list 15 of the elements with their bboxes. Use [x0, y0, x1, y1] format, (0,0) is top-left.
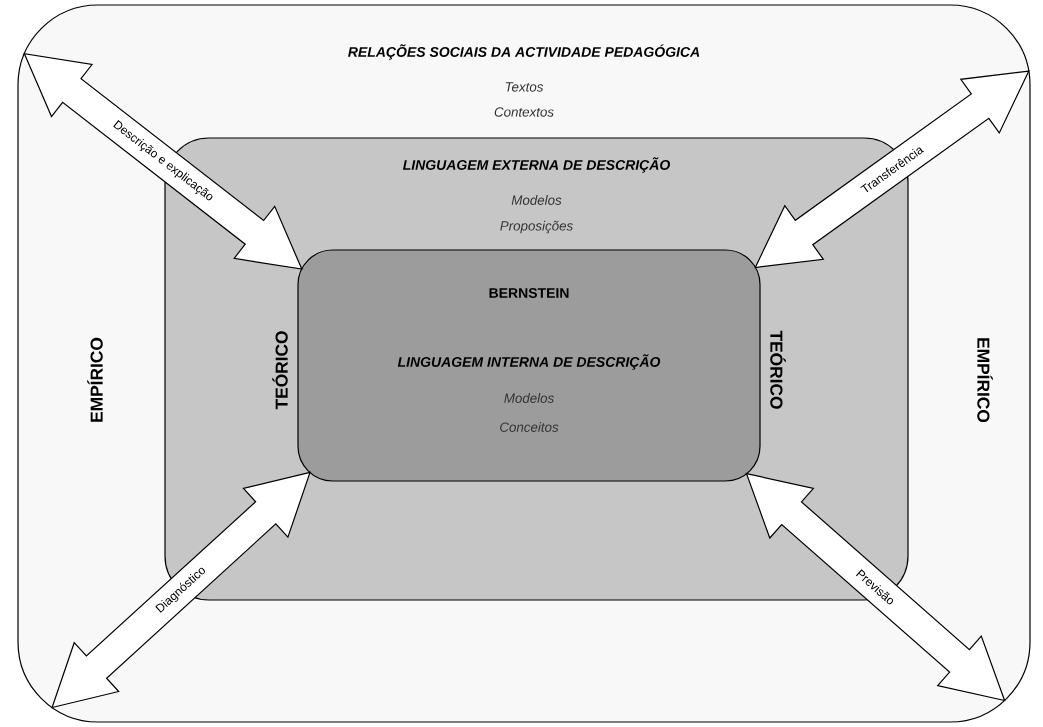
- box-text: Modelos: [511, 195, 562, 205]
- block-arrow: [51, 471, 311, 709]
- block-arrow: [754, 70, 1030, 269]
- box-text: Contextos: [494, 107, 554, 117]
- box-text: Modelos: [504, 393, 554, 403]
- box-heading: RELAÇÕES SOCIAIS DA ACTIVIDADE PEDAGÓGICA: [348, 44, 700, 60]
- box-heading: BERNSTEIN: [489, 288, 569, 298]
- box-text: Conceitos: [500, 422, 559, 432]
- box-heading: LINGUAGEM EXTERNA DE DESCRIÇÃO: [402, 157, 670, 173]
- side-label: EMPÍRICO: [87, 337, 103, 422]
- side-label: EMPÍRICO: [977, 338, 993, 423]
- box-heading: LINGUAGEM INTERNA DE DESCRIÇÃO: [397, 354, 661, 370]
- block-arrow: [745, 472, 1006, 702]
- box-text: Textos: [505, 82, 544, 92]
- box-text: Proposições: [500, 220, 573, 234]
